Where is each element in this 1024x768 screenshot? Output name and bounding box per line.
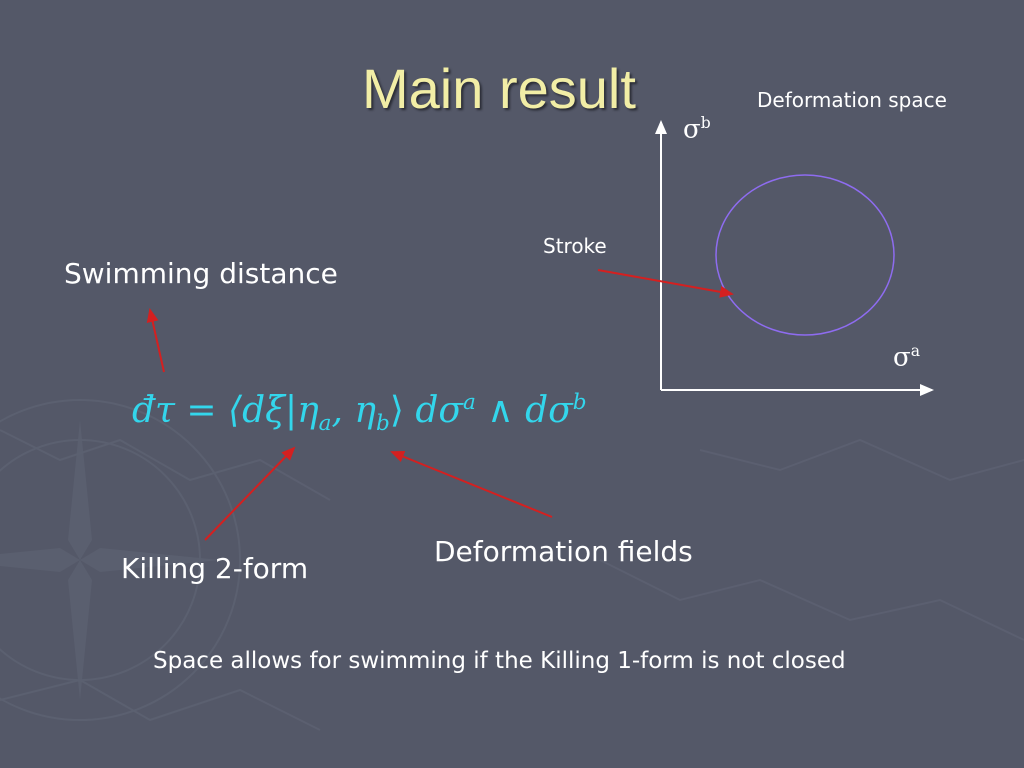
deformation-space-label: Deformation space xyxy=(757,88,947,112)
formula-comma: , η xyxy=(331,390,376,431)
y-axis-symbol: σ xyxy=(683,114,701,145)
x-axis-label: σa xyxy=(893,342,920,373)
formula-eta-a-subscript: a xyxy=(318,411,332,437)
formula-sup-b: b xyxy=(572,390,587,415)
formula-bracket-open: ⟨dξ|η xyxy=(228,390,319,431)
y-axis-superscript: b xyxy=(700,114,711,132)
formula-eta-b-subscript: b xyxy=(376,411,390,437)
formula-lhs: đτ xyxy=(132,390,175,431)
y-axis-label: σb xyxy=(683,114,711,145)
formula-bracket-close: ⟩ xyxy=(389,390,416,431)
slide-title: Main result xyxy=(362,57,636,120)
deformation-fields-label: Deformation fields xyxy=(434,535,693,568)
stroke-label: Stroke xyxy=(543,234,607,258)
formula-wedge: ∧ xyxy=(475,390,526,431)
formula-d-sigma-2: dσ xyxy=(525,390,573,431)
formula-sup-a: a xyxy=(462,390,476,415)
swimming-distance-label: Swimming distance xyxy=(64,257,338,290)
main-formula: đτ = ⟨dξ|ηa, ηb⟩ dσa ∧ dσb xyxy=(132,390,587,436)
killing-2-form-label: Killing 2-form xyxy=(121,552,309,585)
x-axis-superscript: a xyxy=(910,342,921,360)
x-axis-symbol: σ xyxy=(893,342,911,373)
footer-note: Space allows for swimming if the Killing… xyxy=(153,648,846,674)
formula-equals: = xyxy=(174,390,229,431)
formula-d-sigma-1: dσ xyxy=(415,390,463,431)
